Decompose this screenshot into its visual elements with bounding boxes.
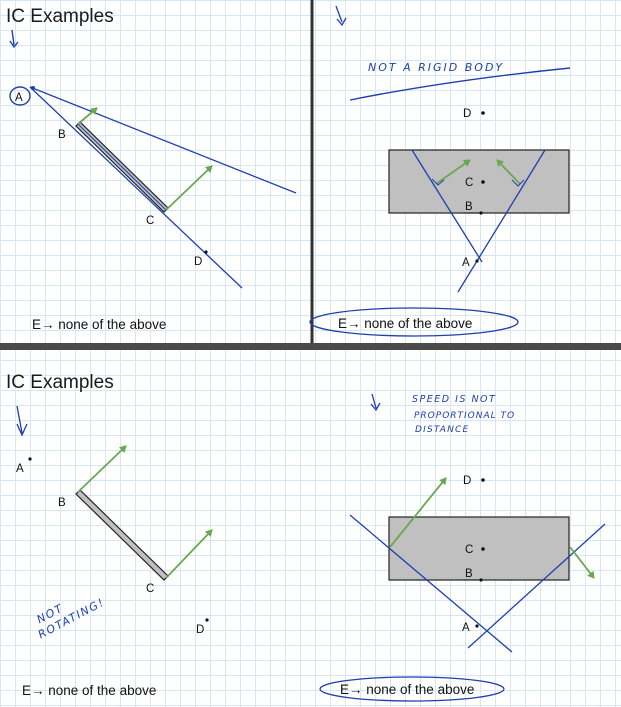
panel-top-right: NOT A RIGID BODY D C B A E→ none of the …: [309, 5, 571, 337]
hand-arrow: [16, 405, 28, 437]
velocity-arrow-right: [569, 546, 595, 579]
point-c-dot: [481, 547, 485, 551]
velocity-arrow-c: [165, 165, 213, 211]
handwritten-note: NOT A RIGID BODY: [368, 61, 504, 74]
point-a-dot: [475, 259, 479, 263]
ic-line-b: [29, 86, 297, 194]
caption-e: E→ none of the above: [340, 682, 474, 697]
ic-line-c: [29, 86, 243, 289]
point-b-dot: [479, 578, 483, 582]
bar-mark: [77, 123, 167, 211]
label-d: D: [196, 624, 204, 636]
velocity-arrow-b: [77, 445, 127, 493]
answer-circle: [309, 307, 519, 337]
velocity-arrow-b: [77, 107, 98, 125]
point-a-dot: [28, 457, 32, 461]
hand-arrow: [370, 393, 381, 412]
panel-title: IC Examples: [6, 372, 114, 393]
point-a-dot: [31, 86, 35, 90]
ic-line-left: [349, 514, 513, 653]
right-angle-mark: [511, 179, 525, 187]
label-d: D: [463, 108, 471, 120]
ic-line-right: [457, 149, 546, 293]
velocity-arrow-c: [165, 529, 213, 579]
label-c: C: [465, 544, 473, 556]
point-b-dot: [479, 211, 483, 215]
handwritten-note: NOT ROTATING!: [35, 596, 107, 642]
circle-mark: [9, 86, 31, 106]
ic-line-right: [467, 523, 606, 649]
velocity-arrow-right: [496, 159, 521, 185]
point-d-dot: [205, 618, 209, 622]
velocity-arrow-left: [435, 159, 471, 185]
label-c: C: [146, 215, 154, 227]
rigid-block: [388, 149, 570, 214]
point-d-dot: [481, 111, 485, 115]
ic-line-left: [411, 149, 483, 263]
panel-top-left: IC Examples A B C D E→ none of the above: [6, 6, 297, 332]
hand-arrow: [335, 5, 347, 27]
label-b: B: [465, 568, 473, 580]
answer-circle: [319, 676, 505, 702]
point-d-dot: [481, 478, 485, 482]
caption-e: E→ none of the above: [22, 683, 156, 698]
hand-arrow: [9, 29, 19, 49]
label-b: B: [58, 129, 66, 141]
caption-e: E→ none of the above: [338, 316, 472, 331]
label-c: C: [146, 583, 154, 595]
point-d-dot: [204, 250, 208, 254]
label-d: D: [194, 256, 202, 268]
label-a: A: [462, 257, 470, 269]
label-b: B: [465, 201, 473, 213]
panel-bottom-right: SPEED IS NOT PROPORTIONAL TO DISTANCE D …: [319, 393, 606, 702]
label-a: A: [15, 92, 23, 104]
label-b: B: [58, 497, 66, 509]
right-angle-mark: [431, 178, 445, 186]
panel-title: IC Examples: [6, 6, 114, 27]
note-line-2: PROPORTIONAL TO: [414, 411, 515, 421]
label-d: D: [463, 475, 471, 487]
point-c-dot: [481, 180, 485, 184]
caption-e: E→ none of the above: [32, 317, 166, 332]
label-c: C: [465, 177, 473, 189]
note-line-3: DISTANCE: [415, 425, 469, 435]
note-underline: [349, 67, 571, 101]
point-a-dot: [475, 624, 479, 628]
note-line-1: SPEED IS NOT: [412, 394, 496, 405]
rigid-bar: [75, 489, 169, 581]
panel-bottom-left: IC Examples A B C D NOT ROTATING! E→ non…: [6, 372, 213, 698]
horizontal-divider: [0, 343, 621, 350]
label-a: A: [462, 622, 470, 634]
velocity-arrow-left: [389, 477, 447, 548]
label-a: A: [16, 463, 24, 475]
rigid-block: [388, 516, 570, 581]
